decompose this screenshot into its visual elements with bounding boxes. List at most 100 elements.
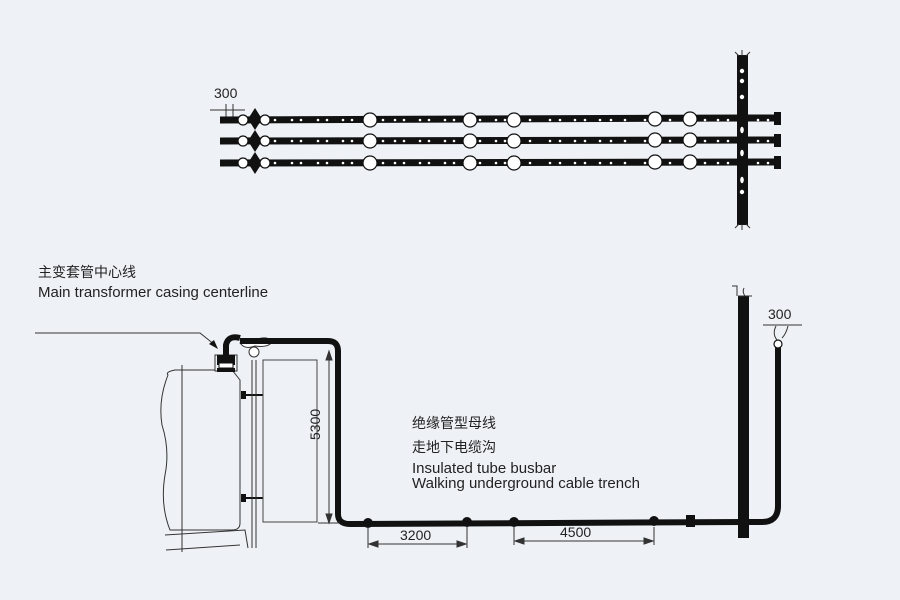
- busbar-hole: [350, 118, 354, 122]
- busbar-hole: [350, 139, 354, 143]
- support-insulator: [237, 157, 249, 169]
- busbar-hole: [583, 118, 587, 122]
- busbar-hole: [609, 139, 613, 143]
- support-insulator: [362, 155, 378, 171]
- busbar-hole: [548, 139, 552, 143]
- busbar-hole: [478, 118, 482, 122]
- busbar-hole: [418, 118, 422, 122]
- busbar-hole: [558, 161, 562, 165]
- busbar-hole: [443, 118, 447, 122]
- busbar-hole: [273, 139, 277, 143]
- support-insulator: [647, 154, 663, 170]
- busbar-hole: [756, 118, 760, 122]
- plan-dim-300: 300: [214, 85, 238, 101]
- leader-arrow: [35, 332, 218, 349]
- busbar-hole: [643, 161, 647, 165]
- busbar-hole: [341, 118, 345, 122]
- transformer-bushing: [217, 334, 241, 372]
- busbar-holes: [273, 118, 770, 165]
- transformer-label-cn: 主变套管中心线: [38, 265, 136, 281]
- busbar-hole: [528, 161, 532, 165]
- support-insulator: [362, 133, 378, 149]
- busbar-hole: [325, 118, 329, 122]
- busbar-label-en-2: Walking underground cable trench: [412, 475, 640, 492]
- busbar-hole: [703, 118, 707, 122]
- busbar-hole: [548, 161, 552, 165]
- support-insulator: [682, 154, 698, 170]
- busbar-hole: [316, 139, 320, 143]
- support-insulator: [647, 111, 663, 127]
- main-busbar-route: [240, 338, 781, 528]
- busbar-nodes: [363, 515, 695, 528]
- support-insulator: [362, 112, 378, 128]
- busbar-hole: [273, 118, 277, 122]
- busbar-hole: [290, 118, 294, 122]
- busbar-hole: [598, 161, 602, 165]
- busbar-hole: [381, 118, 385, 122]
- support-insulator: [682, 111, 698, 127]
- busbar-hole: [299, 161, 303, 165]
- diamond-insulators: [248, 108, 262, 174]
- busbar-hole: [643, 139, 647, 143]
- busbar-hole: [583, 161, 587, 165]
- busbar-hole: [316, 118, 320, 122]
- busbar-hole: [325, 139, 329, 143]
- busbar-hole: [381, 161, 385, 165]
- wall-section: [732, 285, 752, 538]
- busbar-hole: [350, 161, 354, 165]
- support-insulator: [259, 135, 271, 147]
- busbar-hole: [668, 118, 672, 122]
- busbar-hole: [766, 139, 770, 143]
- busbar-hole: [623, 139, 627, 143]
- busbar-hole: [427, 139, 431, 143]
- section-view: [35, 285, 802, 552]
- busbar-hole: [573, 118, 577, 122]
- busbar-hole: [598, 139, 602, 143]
- busbar-label-cn-2: 走地下电缆沟: [412, 440, 496, 456]
- busbar-hole: [381, 139, 385, 143]
- busbar-hole: [528, 118, 532, 122]
- busbar-hole: [443, 161, 447, 165]
- dim-span-4500: [513, 527, 655, 545]
- busbar-hole: [598, 118, 602, 122]
- dim-5300-label: 5300: [307, 408, 323, 440]
- busbar-hole: [494, 118, 498, 122]
- busbar-label-en-1: Insulated tube busbar: [412, 460, 557, 477]
- busbar-hole: [452, 139, 456, 143]
- busbar-hole: [393, 118, 397, 122]
- busbar-hole: [668, 161, 672, 165]
- busbar-hole: [716, 118, 720, 122]
- busbar-hole: [452, 161, 456, 165]
- busbar-hole: [548, 118, 552, 122]
- support-insulator: [259, 157, 271, 169]
- busbar-hole: [290, 161, 294, 165]
- dim-vertical: [318, 349, 340, 525]
- transformer-brackets: [241, 391, 263, 502]
- busbar-hole: [478, 139, 482, 143]
- support-insulator: [237, 114, 249, 126]
- busbar-hole: [726, 118, 730, 122]
- support-insulator: [506, 112, 522, 128]
- busbar-hole: [478, 161, 482, 165]
- busbar-hole: [452, 118, 456, 122]
- dim-span-3200: [367, 527, 468, 548]
- support-insulator: [647, 132, 663, 148]
- busbar-hole: [316, 161, 320, 165]
- dim-3200-label: 3200: [400, 527, 432, 543]
- busbar-hole: [299, 139, 303, 143]
- support-insulator: [237, 135, 249, 147]
- busbar-hole: [418, 139, 422, 143]
- busbar-hole: [273, 161, 277, 165]
- busbar-hole: [528, 139, 532, 143]
- busbar-hole: [643, 118, 647, 122]
- busbar-hole: [716, 139, 720, 143]
- support-insulator: [682, 132, 698, 148]
- busbar-hole: [427, 161, 431, 165]
- support-insulator: [506, 155, 522, 171]
- busbar-hole: [726, 139, 730, 143]
- plan-view: [210, 50, 781, 230]
- support-insulator: [506, 133, 522, 149]
- busbar-hole: [623, 118, 627, 122]
- busbar-hole: [573, 139, 577, 143]
